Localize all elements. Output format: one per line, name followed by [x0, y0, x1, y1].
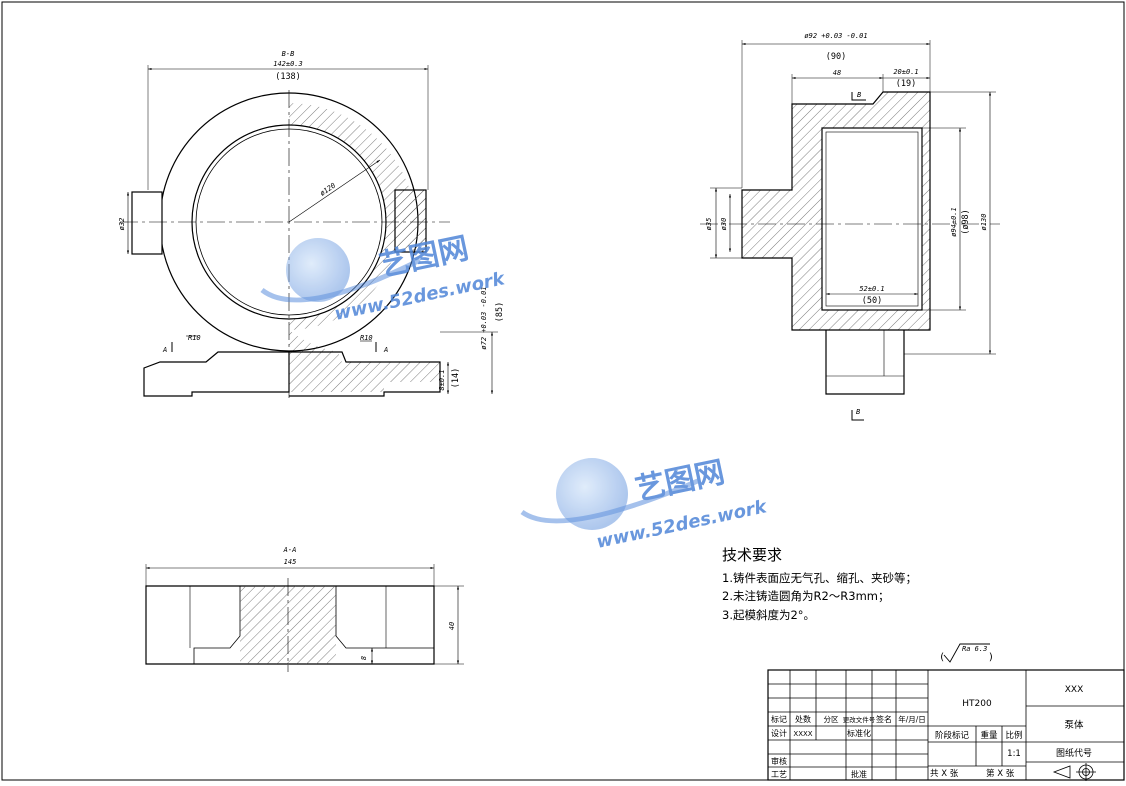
tb-col-mark: 标记: [771, 714, 787, 724]
tech-req-item: 3.起模斜度为2°。: [722, 608, 815, 622]
tb-col-change-doc: 更改文件号: [843, 715, 876, 724]
dim-bb-width: 142±0.3: [273, 60, 303, 68]
section-label-bb: B-B: [282, 50, 295, 58]
dim-bb-8: 8±0.1: [438, 369, 446, 390]
tech-req-item: 2.未注铸造圆角为R2～R3mm；: [722, 589, 890, 603]
dim-aa-width: 145: [284, 558, 297, 566]
dim-bb-r10-left: R10: [188, 334, 201, 342]
dim-aa-8: 8: [360, 656, 368, 660]
dim-right-d130: ø130: [980, 214, 988, 231]
marker-b-bottom: B: [856, 408, 860, 416]
dim-right-19: (19): [896, 79, 916, 89]
tb-part-name: 泵体: [1064, 719, 1084, 731]
tb-design-value: XXXX: [793, 730, 812, 738]
dim-right-top: ø92 +0.03 -0.01: [804, 32, 867, 40]
tb-review-label: 审核: [771, 756, 787, 766]
svg-text:(: (: [939, 652, 945, 663]
tb-approve-label: 批准: [851, 769, 867, 779]
dim-right-50: (50): [862, 296, 882, 306]
dim-right-20: 20±0.1: [893, 68, 918, 76]
tb-col-sign: 签名: [876, 714, 892, 724]
bb-section-view: [120, 65, 498, 398]
dim-right-52: 52±0.1: [859, 285, 884, 293]
tech-req-title: 技术要求: [722, 546, 782, 564]
marker-a-left: A: [162, 346, 167, 354]
dim-bb-d32: ø32: [118, 218, 126, 231]
marker-a-right: A: [383, 346, 388, 354]
tb-drawing-no-label: 图纸代号: [1056, 747, 1092, 759]
tb-sheets-total: 共 X 张: [930, 769, 959, 779]
tb-standard-label: 标准化: [847, 728, 871, 738]
tb-company: XXX: [1065, 685, 1084, 695]
surface-finish-symbol: ( ): [939, 643, 994, 663]
tb-scale: 1:1: [1007, 749, 1021, 759]
dim-right-top-ref: (90): [826, 52, 846, 62]
dim-right-d30: ø30: [720, 218, 728, 231]
dim-bb-d72: ø72 +0.03 -0.01: [480, 286, 488, 349]
tb-sheet-no: 第 X 张: [986, 768, 1015, 779]
tb-scale-label: 比例: [1005, 730, 1022, 741]
surface-finish-value: Ra 6.3: [962, 645, 987, 653]
tech-req-item: 1.铸件表面应无气孔、缩孔、夹砂等；: [722, 571, 917, 585]
tb-weight-label: 重量: [980, 730, 998, 741]
watermark-brand: 艺图网: [632, 455, 727, 508]
svg-text:): ): [988, 652, 994, 663]
dim-aa-40: 40: [448, 622, 456, 630]
dim-bb-14: (14): [451, 368, 461, 388]
section-label-aa: A-A: [283, 546, 297, 554]
tb-material: HT200: [962, 699, 992, 709]
dim-right-d94: ø94±0.1: [950, 207, 958, 237]
tb-col-zone: 分区: [824, 715, 839, 724]
marker-b-top: B: [857, 91, 861, 99]
dim-bb-width-ref: (138): [275, 72, 301, 82]
dim-bb-r10-right: R10: [360, 334, 373, 342]
right-section-view: [700, 40, 1000, 421]
tb-col-date: 年/月/日: [898, 714, 926, 724]
aa-section-view: [145, 564, 464, 672]
tb-col-count: 处数: [795, 714, 811, 724]
dim-right-48: 48: [833, 69, 841, 77]
dim-right-d35: ø35: [705, 218, 713, 231]
dim-right-d98: (ø98): [961, 209, 971, 235]
tb-process-label: 工艺: [771, 770, 787, 779]
watermark-center: 艺图网 www.52des.work: [520, 455, 769, 553]
dim-bb-85: (85): [495, 302, 505, 322]
tb-stage-label: 阶段标记: [935, 730, 970, 741]
tb-design-label: 设计: [771, 728, 787, 738]
title-block: [767, 669, 1125, 781]
